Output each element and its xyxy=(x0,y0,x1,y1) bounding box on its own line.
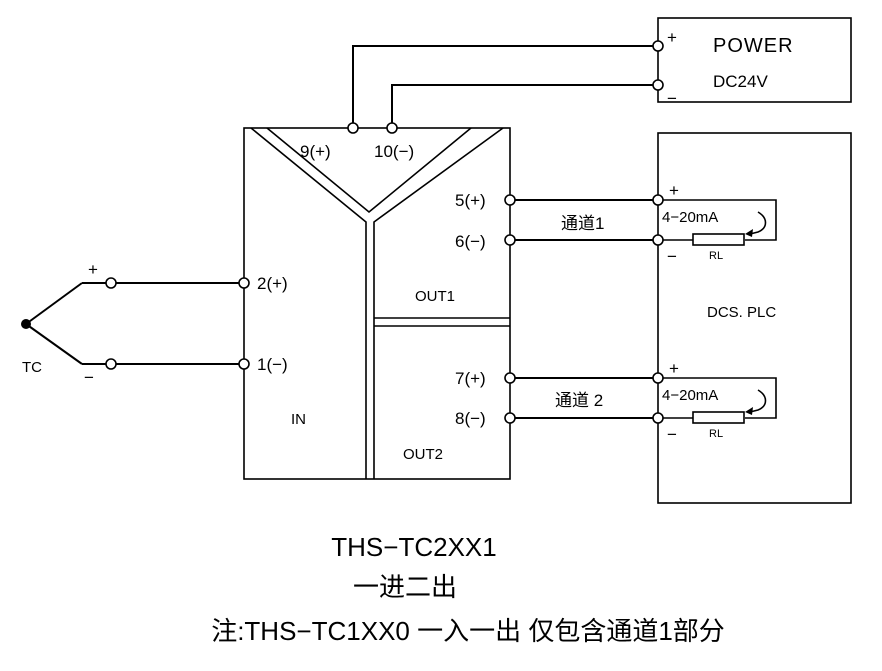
channel1-current-arrow xyxy=(749,211,767,235)
channel1-current: 4−20mA xyxy=(662,209,718,226)
module-box xyxy=(243,127,511,480)
power-plus-sign: + xyxy=(667,28,677,47)
channel1-load-label: RL xyxy=(709,250,723,262)
power-negative-wire xyxy=(391,84,658,128)
power-minus-sign: − xyxy=(667,89,677,108)
tc-plus-terminal xyxy=(105,277,117,289)
channel2-minus-sign: − xyxy=(667,425,677,444)
tc-label: TC xyxy=(22,359,42,376)
tc-negative-lead xyxy=(25,323,83,365)
terminal-8 xyxy=(504,412,516,424)
channel2-current-arrow xyxy=(749,389,767,413)
channel2-loop xyxy=(663,377,777,419)
channel2-label: 通道 2 xyxy=(555,391,603,410)
terminal-2-label: 2(+) xyxy=(257,274,288,293)
terminal-6-label: 6(−) xyxy=(455,232,486,251)
channel1-label: 通道1 xyxy=(561,214,604,233)
terminal-9-label: 9(+) xyxy=(300,142,331,161)
module-y-divider-inner xyxy=(373,127,504,479)
terminal-6 xyxy=(504,234,516,246)
terminal-8-label: 8(−) xyxy=(455,409,486,428)
module-y-divider-outer xyxy=(250,127,367,479)
channel2-arrowhead xyxy=(745,407,753,415)
out2-label: OUT2 xyxy=(403,446,443,463)
input-label: IN xyxy=(291,411,306,428)
channel2-plus-terminal xyxy=(652,372,664,384)
terminal-7 xyxy=(504,372,516,384)
model-caption: THS−TC2XX1 xyxy=(331,532,496,562)
channel1-minus-sign: − xyxy=(667,247,677,266)
channel2-plus-sign: + xyxy=(669,359,679,378)
terminal-7-label: 7(+) xyxy=(455,369,486,388)
receiver-label: DCS. PLC xyxy=(707,304,776,321)
power-minus-terminal xyxy=(652,79,664,91)
subtitle-caption: 一进二出 xyxy=(353,572,457,602)
module-y-divider-left xyxy=(266,127,472,214)
power-plus-terminal xyxy=(652,40,664,52)
channel2-current: 4−20mA xyxy=(662,387,718,404)
tc-minus-sign: − xyxy=(84,368,94,387)
channel1-loop xyxy=(663,199,777,241)
channel1-plus-sign: + xyxy=(669,181,679,200)
channel1-arrowhead xyxy=(745,229,753,237)
channel2-load-resistor xyxy=(692,411,745,424)
terminal-2 xyxy=(238,277,250,289)
terminal-5-label: 5(+) xyxy=(455,191,486,210)
power-positive-wire xyxy=(352,45,658,128)
tc-positive-lead xyxy=(25,282,83,325)
power-supply-box xyxy=(657,17,852,103)
terminal-1 xyxy=(238,358,250,370)
channel1-plus-terminal xyxy=(652,194,664,206)
terminal-5 xyxy=(504,194,516,206)
tc-minus-terminal xyxy=(105,358,117,370)
channel2-minus-terminal xyxy=(652,412,664,424)
note-caption: 注:THS−TC1XX0 一入一出 仅包含通道1部分 xyxy=(211,616,725,646)
channel2-load-label: RL xyxy=(709,428,723,440)
power-title: POWER xyxy=(713,35,794,57)
channel1-load-resistor xyxy=(692,233,745,246)
terminal-1-label: 1(−) xyxy=(257,355,288,374)
tc-junction xyxy=(21,319,31,329)
out1-label: OUT1 xyxy=(415,288,455,305)
channel1-minus-terminal xyxy=(652,234,664,246)
terminal-10-label: 10(−) xyxy=(374,142,414,161)
terminal-9 xyxy=(347,122,359,134)
receiver-box xyxy=(657,132,852,504)
tc-plus-sign: + xyxy=(88,260,98,279)
terminal-10 xyxy=(386,122,398,134)
power-voltage: DC24V xyxy=(713,72,768,91)
